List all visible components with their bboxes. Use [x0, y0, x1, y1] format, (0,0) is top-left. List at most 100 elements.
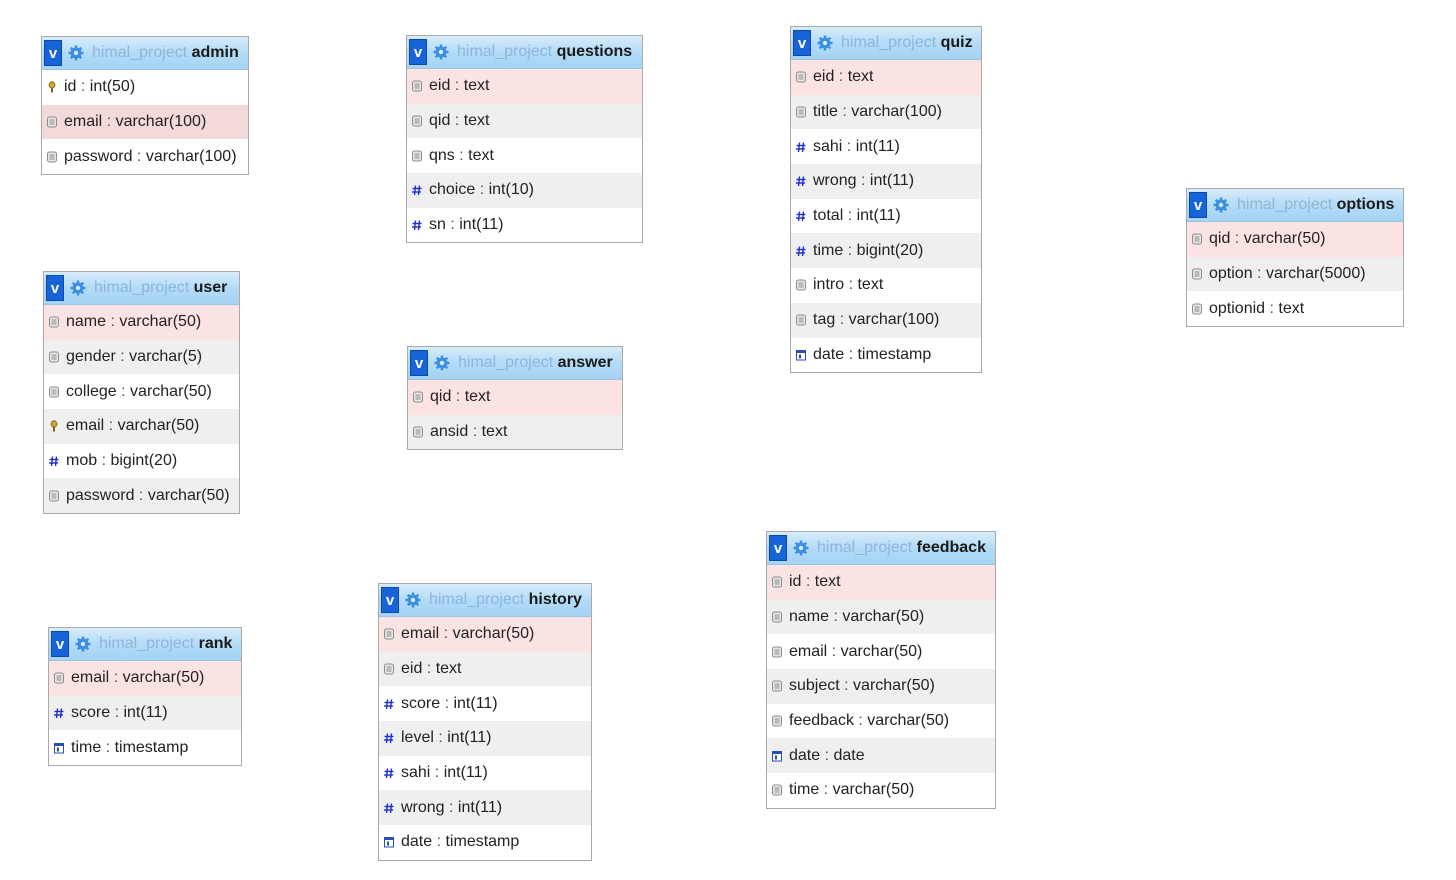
field-icon — [796, 71, 806, 83]
table-header[interactable]: v himal_project questions — [407, 36, 642, 69]
toggle-button[interactable]: v — [793, 30, 811, 56]
gear-icon[interactable] — [433, 44, 449, 60]
hash-icon — [796, 176, 806, 187]
table-header[interactable]: v himal_project answer — [408, 347, 622, 380]
column-row[interactable]: password : varchar(50) — [44, 478, 239, 514]
column-row[interactable]: time : timestamp — [49, 730, 241, 765]
column-row[interactable]: option : varchar(5000) — [1187, 256, 1403, 292]
column-row[interactable]: level : int(11) — [379, 721, 591, 756]
toggle-button[interactable]: v — [44, 40, 62, 66]
database-name: himal_project — [841, 34, 937, 51]
column-row[interactable]: date : timestamp — [379, 825, 591, 860]
column-row[interactable]: tag : varchar(100) — [791, 302, 981, 338]
column-row[interactable]: email : varchar(100) — [42, 104, 248, 140]
toggle-button[interactable]: v — [46, 275, 64, 301]
column-row[interactable]: email : varchar(50) — [49, 661, 241, 696]
column-row[interactable]: ansid : text — [408, 414, 622, 450]
table-header[interactable]: v himal_project quiz — [791, 27, 981, 60]
toggle-button[interactable]: v — [769, 535, 787, 561]
gear-icon[interactable] — [793, 540, 809, 556]
field-icon — [413, 391, 423, 403]
table-questions[interactable]: v himal_project questions eid : text qid… — [406, 35, 643, 244]
column-row[interactable]: name : varchar(50) — [44, 305, 239, 340]
field-icon — [772, 784, 782, 796]
field-icon — [796, 106, 806, 118]
table-header[interactable]: v himal_project rank — [49, 628, 241, 661]
table-history[interactable]: v himal_project history email : varchar(… — [378, 583, 592, 861]
column-row[interactable]: date : date — [767, 738, 995, 774]
column-row[interactable]: feedback : varchar(50) — [767, 704, 995, 739]
table-user[interactable]: v himal_project user name : varchar(50) … — [43, 271, 240, 515]
column-row[interactable]: eid : text — [379, 651, 591, 687]
database-name: himal_project — [457, 43, 553, 60]
table-quiz[interactable]: v himal_project quiz eid : text title : … — [790, 26, 982, 374]
table-header[interactable]: v himal_project feedback — [767, 532, 995, 565]
column-row[interactable]: optionid : text — [1187, 291, 1403, 326]
column-row[interactable]: college : varchar(50) — [44, 374, 239, 409]
column-row[interactable]: time : bigint(20) — [791, 233, 981, 269]
column-row[interactable]: qid : text — [407, 103, 642, 139]
gear-icon[interactable] — [405, 592, 421, 608]
column-row[interactable]: score : int(11) — [49, 695, 241, 731]
column-row[interactable]: id : text — [767, 565, 995, 600]
table-header[interactable]: v himal_project options — [1187, 189, 1403, 222]
table-answer[interactable]: v himal_project answer qid : text ansid … — [407, 346, 623, 451]
column-row[interactable]: total : int(11) — [791, 199, 981, 234]
toggle-button[interactable]: v — [409, 39, 427, 65]
column-row[interactable]: date : timestamp — [791, 338, 981, 373]
toggle-button[interactable]: v — [410, 350, 428, 376]
hash-icon — [384, 803, 394, 813]
column-row[interactable]: title : varchar(100) — [791, 94, 981, 130]
column-row[interactable]: subject : varchar(50) — [767, 669, 995, 704]
column-row[interactable]: password : varchar(100) — [42, 139, 248, 174]
column-row[interactable]: name : varchar(50) — [767, 599, 995, 635]
column-row[interactable]: wrong : int(11) — [791, 164, 981, 199]
column-row[interactable]: qns : text — [407, 138, 642, 173]
column-row[interactable]: wrong : int(11) — [379, 790, 591, 826]
column-row[interactable]: intro : text — [791, 268, 981, 303]
column-row[interactable]: eid : text — [407, 69, 642, 104]
column-row[interactable]: sahi : int(11) — [791, 129, 981, 164]
table-admin[interactable]: v himal_project admin id : int(50) email… — [41, 36, 249, 176]
toggle-button[interactable]: v — [51, 631, 69, 657]
column-row[interactable]: sahi : int(11) — [379, 756, 591, 791]
gear-icon[interactable] — [75, 636, 91, 652]
table-name: feedback — [916, 539, 986, 556]
column-row[interactable]: score : int(11) — [379, 686, 591, 721]
table-name: options — [1336, 196, 1395, 213]
hash-icon — [54, 708, 64, 719]
calendar-icon — [384, 837, 394, 848]
gear-icon[interactable] — [434, 355, 450, 371]
gear-icon[interactable] — [817, 35, 833, 51]
column-row[interactable]: eid : text — [791, 60, 981, 95]
column-row[interactable]: gender : varchar(5) — [44, 339, 239, 375]
column-row[interactable]: choice : int(10) — [407, 173, 642, 208]
column-row[interactable]: email : varchar(50) — [44, 409, 239, 444]
table-header[interactable]: v himal_project user — [44, 272, 239, 305]
gear-icon[interactable] — [70, 280, 86, 296]
table-header[interactable]: v himal_project history — [379, 584, 591, 617]
toggle-button[interactable]: v — [1189, 192, 1207, 218]
gear-icon[interactable] — [1213, 197, 1229, 213]
column-row[interactable]: id : int(50) — [42, 70, 248, 105]
field-icon — [54, 672, 64, 684]
field-icon — [796, 279, 806, 291]
column-row[interactable]: email : varchar(50) — [379, 617, 591, 652]
column-row[interactable]: qid : varchar(50) — [1187, 222, 1403, 257]
table-header[interactable]: v himal_project admin — [42, 37, 248, 70]
column-row[interactable]: mob : bigint(20) — [44, 444, 239, 479]
field-icon — [384, 628, 394, 640]
column-row[interactable]: time : varchar(50) — [767, 773, 995, 808]
column-row[interactable]: sn : int(11) — [407, 208, 642, 243]
field-icon — [47, 151, 57, 163]
table-rank[interactable]: v himal_project rank email : varchar(50)… — [48, 627, 242, 767]
field-icon — [1192, 268, 1202, 280]
hash-icon — [796, 211, 806, 222]
table-feedback[interactable]: v himal_project feedback id : text name … — [766, 531, 996, 809]
gear-icon[interactable] — [68, 45, 84, 61]
table-options[interactable]: v himal_project options qid : varchar(50… — [1186, 188, 1404, 328]
toggle-button[interactable]: v — [381, 587, 399, 613]
column-row[interactable]: email : varchar(50) — [767, 634, 995, 669]
column-row[interactable]: qid : text — [408, 380, 622, 415]
database-name: himal_project — [92, 44, 188, 61]
